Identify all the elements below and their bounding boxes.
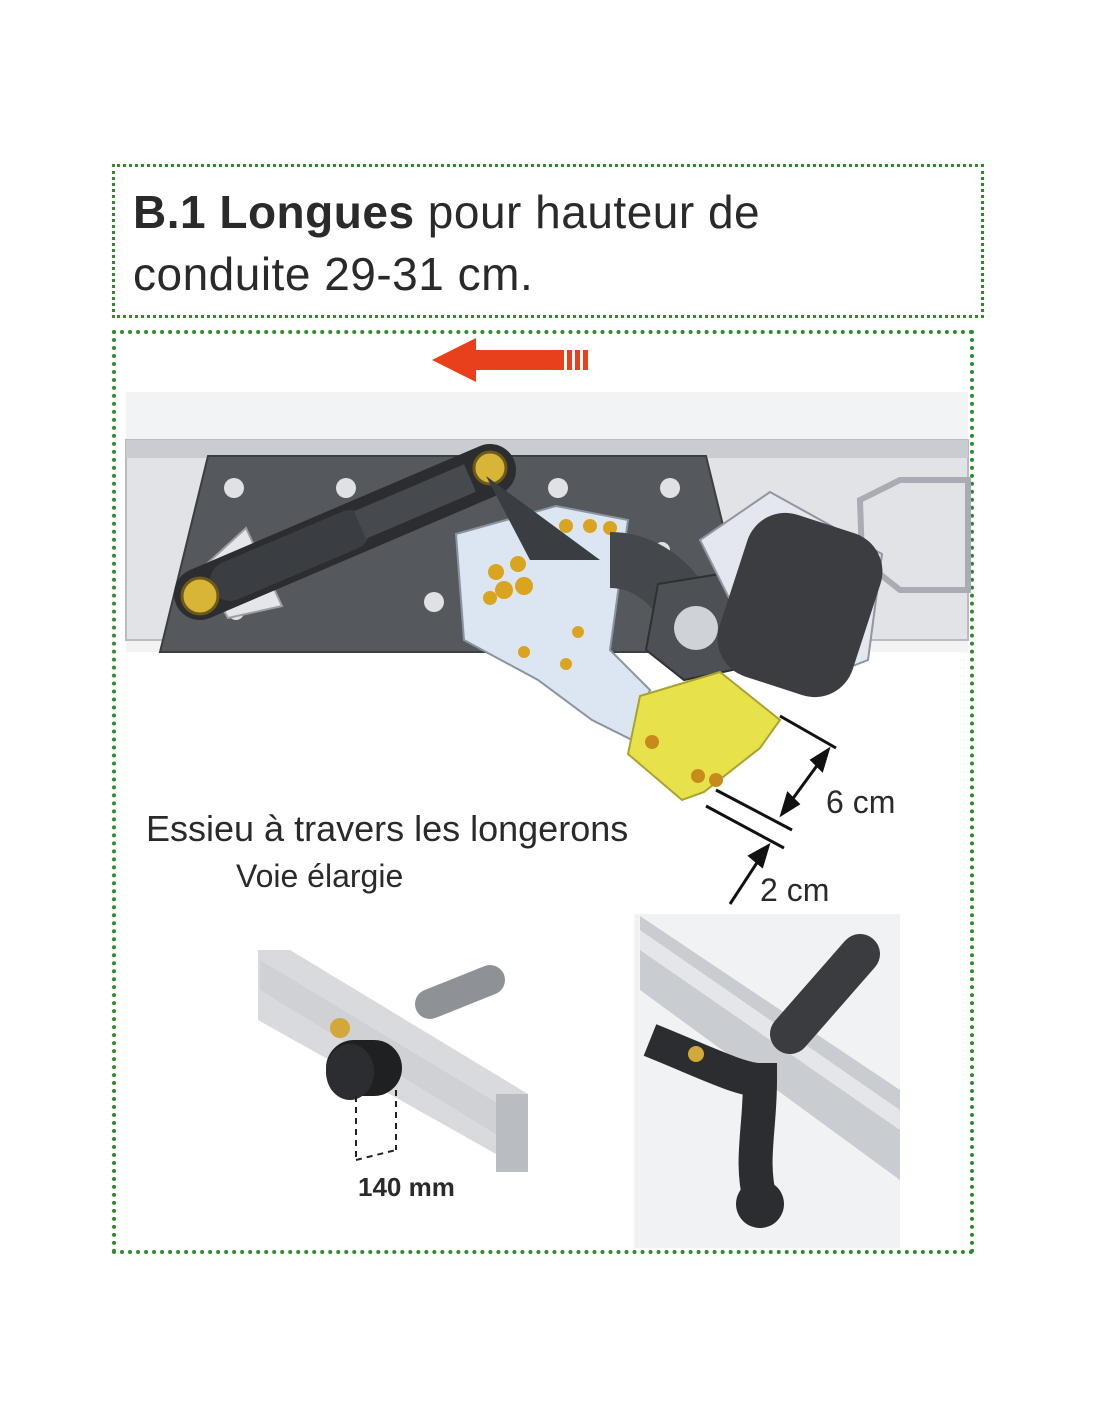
dimension-label-140mm: 140 mm <box>358 1172 455 1202</box>
caption-sub: Voie élargie <box>236 858 404 894</box>
dimension-label-2cm: 2 cm <box>760 872 830 908</box>
dimension-6cm <box>715 714 837 832</box>
axle-bracket <box>454 504 652 742</box>
title-bold: B.1 Longues <box>133 186 415 238</box>
detail-illustration-right <box>634 914 900 1248</box>
shock-absorber <box>174 444 516 620</box>
yellow-bracket <box>626 670 782 802</box>
air-spring <box>698 490 884 698</box>
diagram-frame <box>112 330 974 1254</box>
title-line2: conduite 29-31 cm. <box>133 248 534 300</box>
dimension-label-6cm: 6 cm <box>826 784 896 820</box>
title-box: B.1 Longues pour hauteur de conduite 29-… <box>112 164 984 318</box>
title-text: B.1 Longues pour hauteur de conduite 29-… <box>133 181 760 305</box>
arrow-left-icon <box>432 338 588 382</box>
detail-illustration-left <box>258 950 528 1172</box>
caption-main: Essieu à travers les longerons <box>146 808 629 849</box>
title-line1-rest: pour hauteur de <box>414 186 761 238</box>
dimension-2cm <box>705 804 785 905</box>
